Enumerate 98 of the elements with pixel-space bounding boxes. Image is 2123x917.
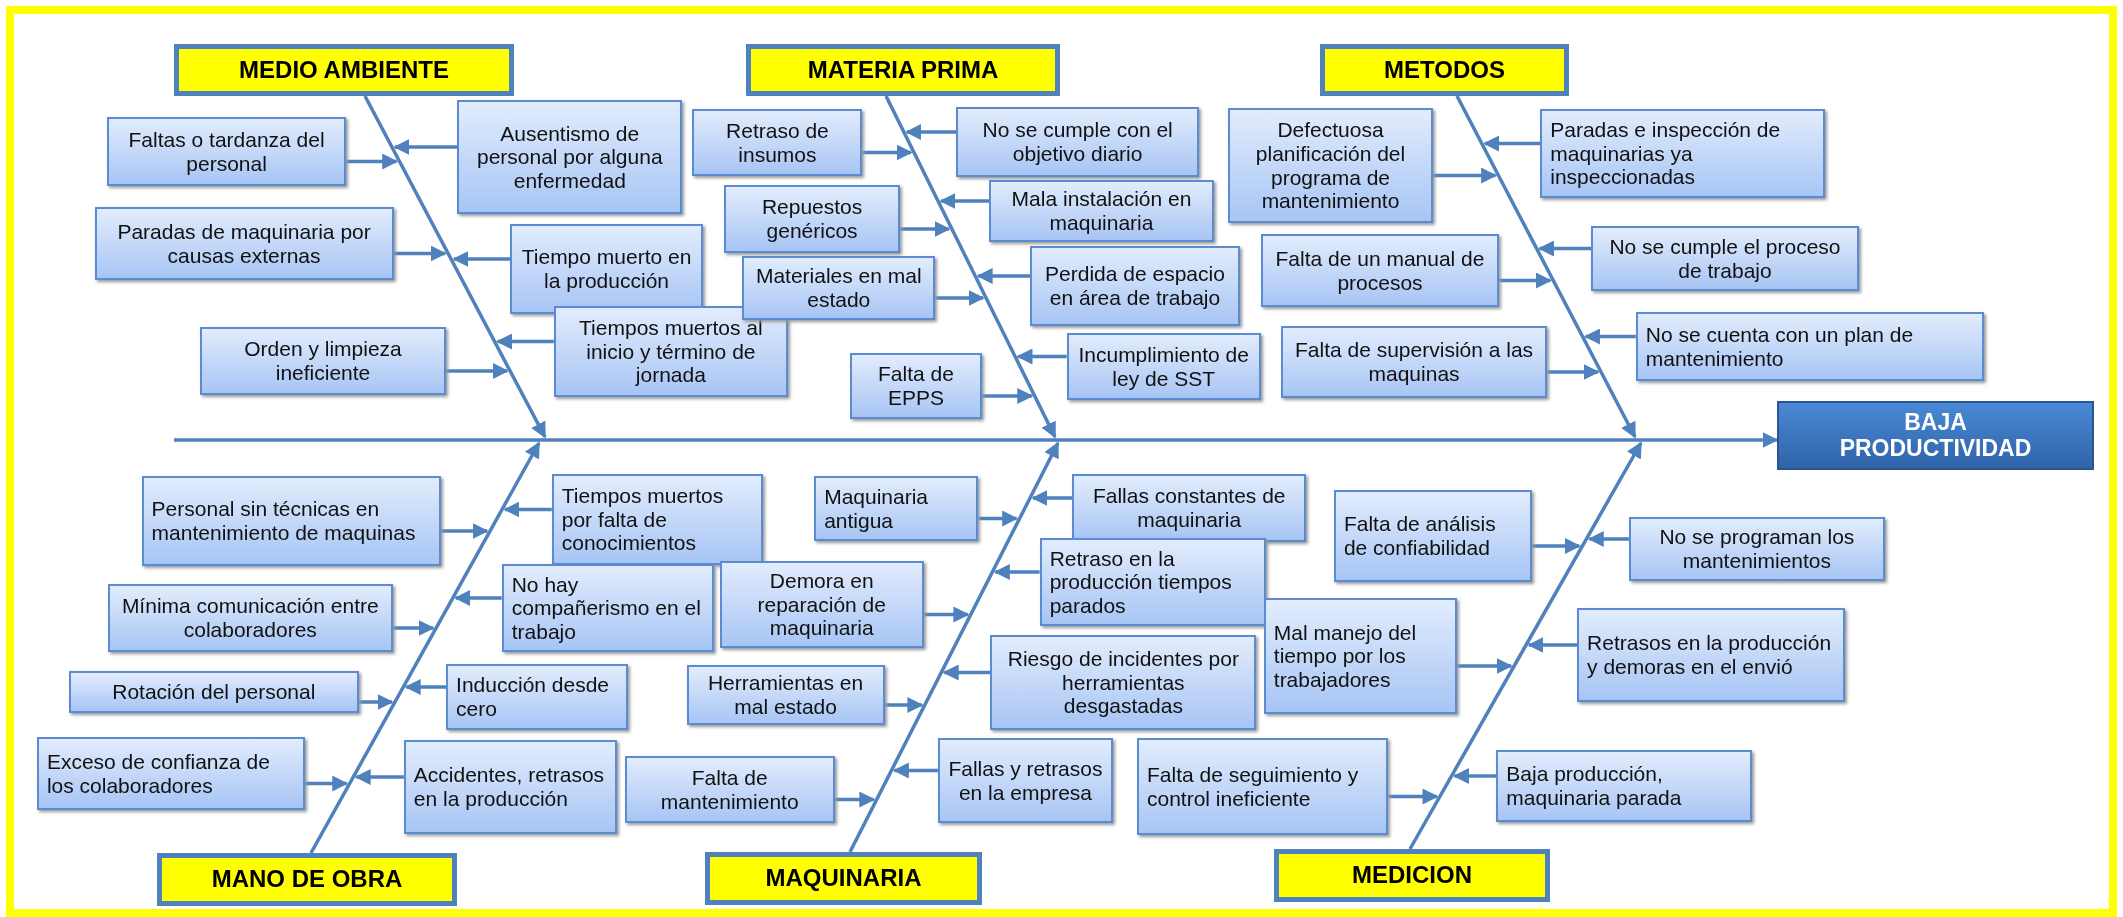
cause-box: Herramientas en mal estado	[686, 665, 885, 725]
cause-box: Retraso en la producción tiempos parados	[1039, 538, 1266, 626]
cause-box: Falta de supervisión a las maquinas	[1281, 326, 1548, 398]
arrow	[454, 590, 502, 606]
cause-box: Tiempos muertos al inicio y término de jornada	[553, 306, 788, 397]
cause-box: Falta de un manual de procesos	[1261, 234, 1499, 307]
arrow	[503, 501, 552, 518]
arrow	[862, 144, 913, 161]
arrow	[452, 251, 511, 267]
arrow	[496, 333, 554, 350]
cause-box: Inducción desde cero	[446, 664, 629, 730]
cause-box: Falta de análisis de confiabilidad	[1333, 490, 1532, 582]
arrow	[358, 694, 394, 710]
cause-box: Paradas de maquinaria por causas externas	[94, 207, 394, 280]
arrow	[304, 775, 349, 792]
cause-box: Faltas o tardanza del personal	[107, 117, 347, 186]
cause-box: Retraso de insumos	[692, 109, 863, 176]
arrow	[1387, 788, 1439, 805]
cause-box: No hay compañerismo en el trabajo	[501, 564, 714, 652]
arrow	[939, 193, 989, 209]
arrow	[892, 762, 938, 779]
cause-box: Mínima comunicación entre colaboradores	[107, 584, 393, 652]
arrow	[446, 363, 509, 379]
arrow	[993, 564, 1040, 580]
cause-box: Ausentismo de personal por alguna enfermedad	[457, 100, 683, 214]
category-box: MANO DE OBRA	[157, 853, 457, 906]
cause-box: Paradas e inspección de maquinarias ya inspeccionadas	[1540, 109, 1826, 198]
cause-box: Accidentes, retrasos en la producción	[403, 740, 617, 834]
cause-box: Perdida de espacio en área de trabajo	[1030, 246, 1240, 326]
bone-line	[363, 95, 547, 439]
cause-box: Materiales en mal estado	[742, 256, 936, 320]
bone-line	[848, 441, 1060, 853]
arrow	[905, 124, 957, 140]
category-box: MEDIO AMBIENTE	[174, 44, 514, 96]
cause-box: Baja producción, maquinaria parada	[1496, 750, 1753, 822]
arrow	[354, 769, 404, 785]
arrow	[404, 679, 447, 695]
category-box: METODOS	[1320, 44, 1569, 96]
cause-box: Falta de EPPS	[850, 353, 982, 419]
arrow	[1016, 348, 1067, 365]
cause-box: No se cuenta con un plan de mantenimiento	[1635, 312, 1984, 381]
cause-box: No se cumple el proceso de trabajo	[1591, 226, 1859, 291]
cause-box: No se programan los mantenimientos	[1628, 517, 1885, 581]
bone-line	[884, 95, 1057, 439]
arrow	[440, 523, 489, 539]
cause-box: Falta de mantenimiento	[624, 756, 835, 823]
cause-box: Fallas y retrasos en la empresa	[937, 738, 1113, 823]
cause-box: Exceso de confianza de los colaboradores	[36, 737, 305, 810]
arrow	[1531, 538, 1581, 554]
arrow	[346, 153, 399, 170]
arrow	[1527, 637, 1578, 653]
arrow	[942, 664, 991, 681]
cause-box: Mal manejo del tiempo por los trabajadores	[1263, 598, 1457, 714]
arrow	[1456, 658, 1513, 674]
cause-box: Mala instalación en maquinaria	[989, 180, 1214, 242]
arrow	[393, 139, 458, 155]
cause-box: Defectuosa planificación del programa de mantenimiento	[1228, 108, 1433, 223]
cause-box: Rotación del personal	[68, 671, 359, 713]
cause-box: Orden y limpieza ineficiente	[200, 327, 446, 395]
arrow	[900, 221, 951, 237]
cause-box: Fallas constantes de maquinaria	[1072, 474, 1307, 542]
bone-line	[1455, 95, 1637, 439]
cause-box: Demora en reparación de maquinaria	[719, 561, 924, 648]
arrow	[923, 606, 970, 623]
cause-box: Tiempos muertos por falta de conocimientos	[551, 474, 763, 565]
arrow	[1499, 272, 1552, 289]
category-box: MATERIA PRIMA	[746, 44, 1060, 96]
cause-box: Repuestos genéricos	[724, 185, 901, 253]
arrow	[976, 268, 1030, 284]
effect-box: BAJA PRODUCTIVIDAD	[1777, 401, 2094, 470]
cause-box: Tiempo muerto en la producción	[510, 224, 704, 314]
arrow	[982, 388, 1034, 404]
cause-box: Maquinaria antigua	[814, 476, 979, 541]
arrow	[1547, 364, 1600, 380]
arrow	[1583, 328, 1636, 345]
spine-arrow	[174, 432, 1779, 448]
arrow	[1538, 240, 1591, 257]
arrow	[978, 510, 1019, 527]
arrow	[1452, 768, 1497, 784]
arrow	[935, 290, 985, 306]
cause-box: No se cumple con el objetivo diario	[956, 107, 1200, 177]
arrow	[884, 697, 924, 713]
cause-box: Incumplimiento de ley de SST	[1066, 333, 1261, 400]
arrow	[1587, 531, 1629, 547]
arrow	[393, 245, 447, 262]
arrow	[392, 620, 435, 636]
arrow	[1433, 167, 1498, 184]
arrow	[834, 791, 876, 808]
cause-box: Personal sin técnicas en mantenimiento de maquinas	[141, 476, 441, 566]
category-box: MAQUINARIA	[705, 852, 982, 905]
bone-line	[1408, 441, 1643, 850]
cause-box: Riesgo de incidentes por herramientas desgastadas	[990, 635, 1257, 730]
cause-box: Falta de seguimiento y control ineficiente	[1136, 738, 1388, 835]
arrow	[1031, 490, 1073, 506]
arrow	[1483, 135, 1541, 152]
category-box: MEDICION	[1274, 849, 1550, 902]
bone-line	[309, 441, 541, 854]
cause-box: Retrasos en la producción y demoras en el envió	[1577, 608, 1846, 702]
